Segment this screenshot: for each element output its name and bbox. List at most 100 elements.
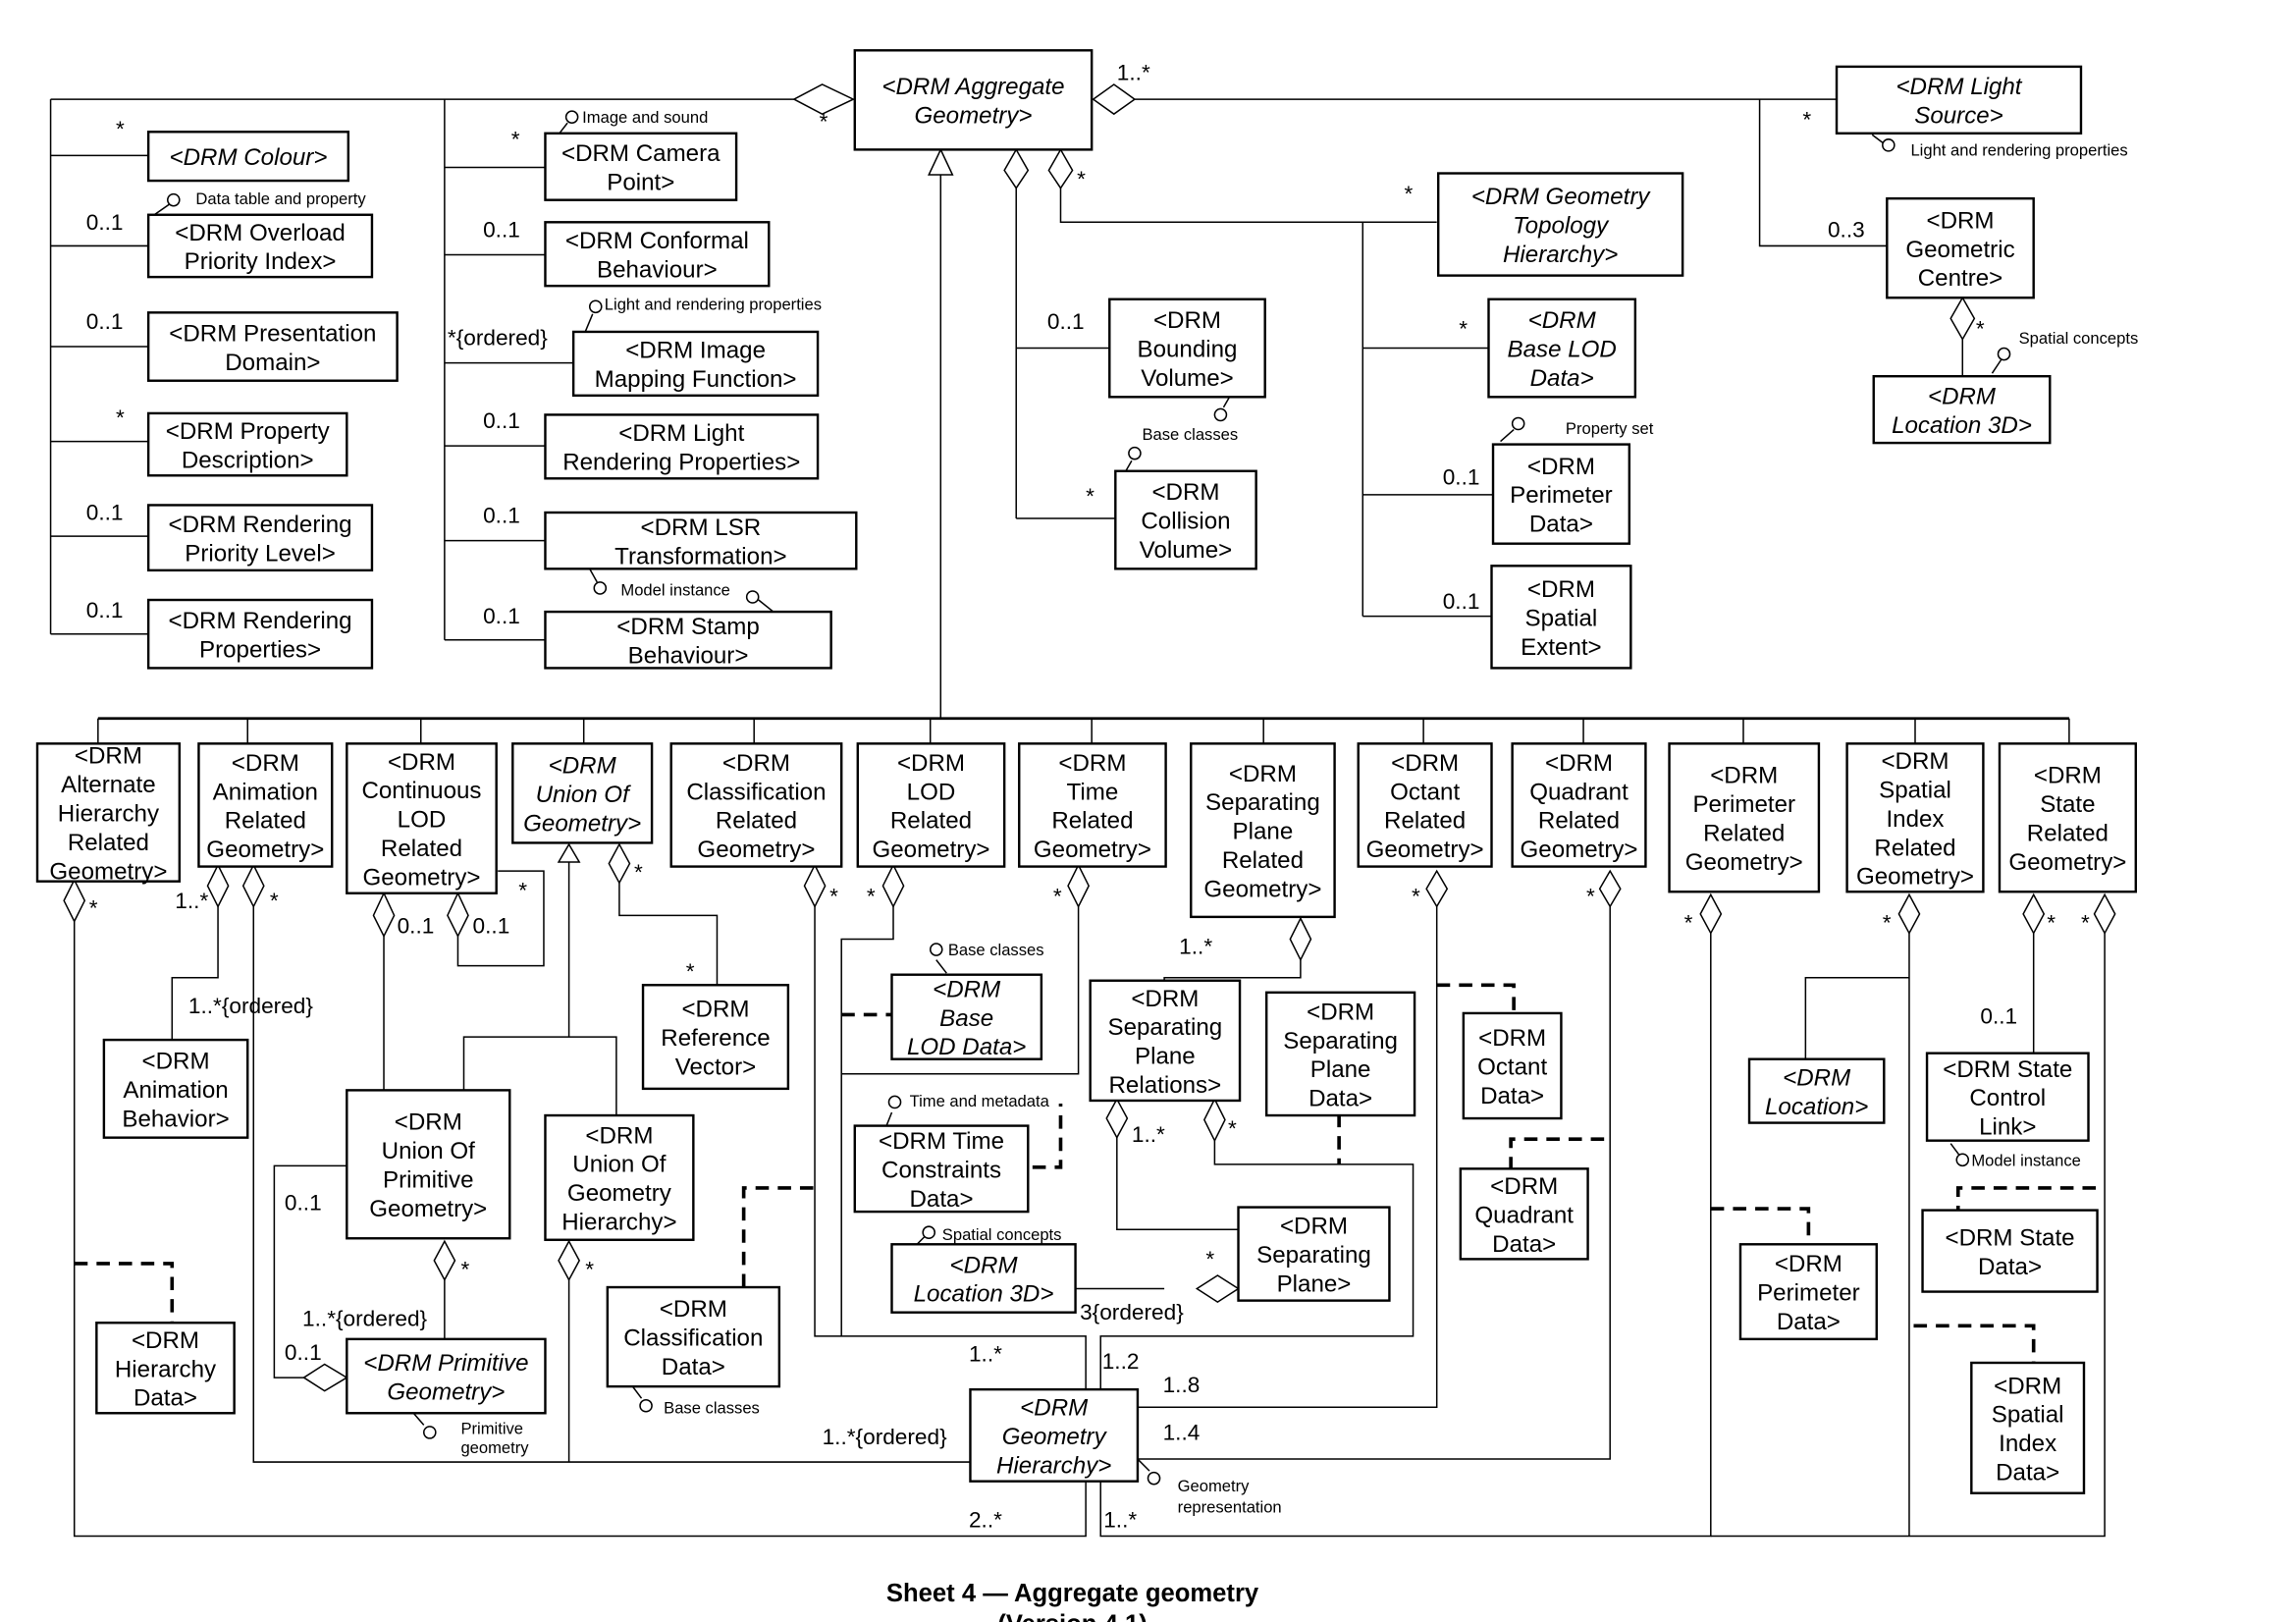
class-name-line: <DRM Image [625, 338, 766, 364]
class-name-line: Spatial [1992, 1402, 2064, 1429]
multiplicity: 1..8 [1163, 1373, 1201, 1397]
interface-icon [884, 1095, 902, 1128]
aggregation-diamond [1289, 916, 1312, 962]
class-box-border [1668, 742, 1821, 893]
multiplicity: * [511, 127, 520, 151]
class-name-line: <DRM [681, 997, 749, 1023]
class-name-line: <DRM [232, 750, 299, 777]
class-box-border [146, 311, 399, 382]
aggregation-diamond [1067, 863, 1090, 908]
class-name-line: Reference [661, 1025, 770, 1052]
class-box-colour: <DRM Colour> [146, 131, 350, 183]
interface-icon [1991, 347, 2011, 374]
class-box-border [1487, 297, 1637, 399]
class-box-border [890, 1243, 1077, 1314]
multiplicity: 0..1 [398, 913, 435, 938]
class-name-line: Relations> [1109, 1072, 1222, 1099]
multiplicity: * [116, 406, 125, 430]
class-name-line: Hierarchy [115, 1356, 217, 1382]
class-name-line: <DRM [897, 750, 965, 777]
aggregation-diamond [792, 83, 856, 116]
class-name-line: Octant [1477, 1054, 1547, 1081]
class-name-line: Geometry> [1685, 849, 1803, 876]
class-name-line: Spatial [1879, 777, 1951, 803]
multiplicity: * [867, 884, 876, 908]
class-box-border [856, 742, 1006, 868]
class-box-border [544, 132, 738, 201]
class-name-line: Geometry> [362, 864, 480, 891]
multiplicity: 0..1 [483, 408, 520, 433]
class-box-border [1089, 979, 1242, 1103]
multiplicity: 0..1 [1047, 309, 1085, 334]
class-name-line: Related [381, 836, 462, 862]
class-name-line: Related [1538, 808, 1620, 835]
interface-icon [929, 943, 947, 974]
aggregation-diamond [1425, 869, 1449, 908]
multiplicity: * [1228, 1116, 1237, 1141]
class-name-line: Mapping Function> [595, 366, 797, 393]
multiplicity: * [829, 884, 838, 908]
class-name-line: Centre> [1918, 265, 2003, 292]
class-name-line: Geometry> [387, 1379, 505, 1405]
class-name-line: Related [1051, 808, 1133, 835]
class-name-line: Animation [213, 779, 318, 805]
class-box-border [1491, 443, 1631, 545]
class-name-line: Base [939, 1005, 993, 1032]
class-name-line: <DRM [1478, 1025, 1546, 1052]
class-name-line: Data> [910, 1186, 974, 1213]
class-box-border [346, 1337, 547, 1415]
class-name-line: Perimeter [1510, 482, 1613, 509]
interface-label: geometry [460, 1438, 529, 1457]
multiplicity: * [634, 860, 643, 885]
class-name-line: Geometry> [872, 837, 989, 863]
class-name-line: Alternate [61, 772, 156, 798]
class-name-line: <DRM [1926, 207, 1994, 234]
class-name-line: Domain> [225, 350, 320, 376]
class-name-line: Octant [1390, 779, 1460, 805]
multiplicity: * [585, 1257, 594, 1281]
multiplicity: 0..1 [86, 309, 124, 334]
class-name-line: <DRM [1881, 748, 1949, 775]
class-name-line: Geometry> [697, 837, 815, 863]
generalization-triangle [557, 842, 581, 863]
aggregation-diamond [803, 863, 827, 908]
class-box-border [1190, 742, 1336, 919]
class-name-line: Related [1222, 847, 1304, 874]
class-name-line: <DRM [142, 1049, 210, 1075]
interface-icon [1949, 1143, 1970, 1167]
class-name-line: Description> [182, 447, 314, 473]
aggregation-diamond [558, 1239, 581, 1282]
multiplicity: * [1802, 108, 1811, 133]
interface-icon [631, 1385, 653, 1413]
class-name-line: Spatial [1525, 605, 1598, 631]
multiplicity: * [116, 117, 125, 141]
multiplicity: 0..1 [473, 913, 510, 938]
class-name-line: Geometry> [1203, 877, 1321, 903]
class-name-line: Separating [1205, 789, 1320, 816]
class-box-border [197, 742, 334, 868]
interface-lollipops: Image and sound Data table and property … [153, 108, 2138, 1516]
class-box-border [1490, 565, 1632, 670]
class-name-line: <DRM Light [1896, 74, 2022, 100]
class-name-line: <DRM Property [166, 418, 331, 445]
aggregation-diamond [1047, 147, 1074, 189]
class-box-border [1436, 172, 1684, 277]
class-name-line: <DRM Light [618, 420, 744, 447]
diagram-caption-version: (Version 4.1) [997, 1611, 1147, 1622]
association-symbols [63, 83, 2116, 1392]
